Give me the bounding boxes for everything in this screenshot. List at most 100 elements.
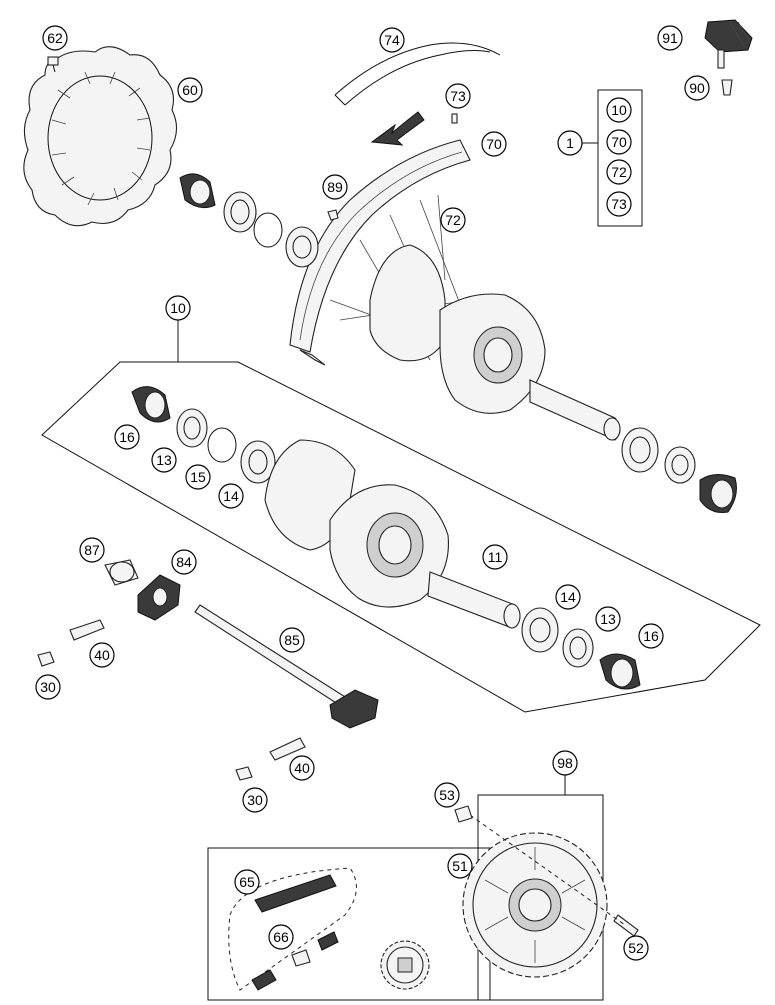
rear-sprocket-icon <box>462 832 608 978</box>
svg-text:62: 62 <box>47 30 63 46</box>
svg-text:73: 73 <box>450 88 466 104</box>
valve-nut-90-icon <box>721 79 733 96</box>
callout-87: 87 <box>79 537 105 563</box>
callout-66: 66 <box>268 924 294 950</box>
kit-item-73: 73 <box>606 191 632 217</box>
bearing-top-icon <box>285 226 319 268</box>
dust-seal-16a-icon <box>131 386 171 423</box>
callout-16b: 16 <box>638 623 664 649</box>
callout-13a: 13 <box>151 447 177 473</box>
svg-text:1: 1 <box>566 135 574 151</box>
callout-60: 60 <box>177 77 203 103</box>
chain-link-66-icon <box>291 949 311 967</box>
callout-72: 72 <box>440 207 466 233</box>
callout-90: 90 <box>684 75 710 101</box>
svg-text:72: 72 <box>445 212 461 228</box>
chain-kit-box <box>207 847 491 1001</box>
svg-text:65: 65 <box>239 874 255 890</box>
rim-hub-icon <box>369 244 546 414</box>
svg-text:85: 85 <box>284 632 300 648</box>
svg-text:90: 90 <box>689 80 705 96</box>
rim-icon <box>289 139 471 366</box>
seal-ring-13b-icon <box>562 628 594 668</box>
tire-icon <box>334 42 501 106</box>
dust-seal-16b-icon <box>599 653 641 690</box>
svg-text:52: 52 <box>628 940 644 956</box>
callout-84: 84 <box>171 549 197 575</box>
bearing-icon <box>621 427 696 484</box>
callout-30a: 30 <box>35 674 61 700</box>
nut-30b-icon <box>235 766 253 781</box>
svg-text:73: 73 <box>611 196 627 212</box>
callout-13b: 13 <box>595 606 621 632</box>
chain-adjuster-84-icon <box>137 574 181 621</box>
svg-text:16: 16 <box>643 628 659 644</box>
svg-text:11: 11 <box>488 549 503 565</box>
svg-text:10: 10 <box>170 300 186 316</box>
svg-text:70: 70 <box>486 136 502 152</box>
spacer-87-icon <box>104 559 139 586</box>
bearing-14a-icon <box>240 440 276 484</box>
svg-text:16: 16 <box>119 429 135 445</box>
callout-30b: 30 <box>242 787 268 813</box>
svg-text:51: 51 <box>452 858 468 874</box>
svg-text:15: 15 <box>190 469 206 485</box>
callout-52: 52 <box>623 935 649 961</box>
svg-text:84: 84 <box>176 554 192 570</box>
callout-89: 89 <box>322 174 348 200</box>
hub-assembly-box <box>41 320 761 713</box>
callout-91: 91 <box>657 25 683 51</box>
seal-ring-13a-icon <box>176 408 208 448</box>
svg-text:74: 74 <box>384 32 400 48</box>
bearing-14b-icon <box>521 607 559 653</box>
brake-disc-icon <box>23 46 178 227</box>
svg-text:30: 30 <box>40 679 56 695</box>
callout-98: 98 <box>552 750 578 776</box>
callout-70: 70 <box>481 131 507 157</box>
axle-icon <box>194 604 379 729</box>
svg-text:91: 91 <box>662 30 678 46</box>
svg-text:40: 40 <box>294 760 310 776</box>
nipple-89-icon <box>327 209 339 221</box>
bolt-40a-icon <box>69 619 105 641</box>
callout-85: 85 <box>279 627 305 653</box>
callout-62: 62 <box>42 25 68 51</box>
callout-10: 10 <box>165 295 191 321</box>
hub-icon <box>264 439 449 608</box>
svg-text:72: 72 <box>611 164 627 180</box>
svg-text:14: 14 <box>223 488 239 504</box>
circlip-top-icon <box>253 212 283 248</box>
sprocket-nut-53-icon <box>454 805 473 823</box>
callout-16a: 16 <box>114 424 140 450</box>
callout-53: 53 <box>434 782 460 808</box>
svg-text:60: 60 <box>182 82 198 98</box>
callout-15: 15 <box>185 464 211 490</box>
dust-seal-top-icon <box>179 173 216 209</box>
nut-30a-icon <box>37 651 55 667</box>
callout-1: 1 <box>557 130 583 156</box>
callout-73: 73 <box>445 83 471 109</box>
seal-ring-top-icon <box>223 191 257 233</box>
svg-text:70: 70 <box>611 134 627 150</box>
kit-item-10: 10 <box>606 97 632 123</box>
callout-14b: 14 <box>555 584 581 610</box>
callout-65: 65 <box>234 869 260 895</box>
callout-40a: 40 <box>89 642 115 668</box>
callout-11: 11 <box>482 544 508 570</box>
kit-box <box>582 89 643 227</box>
kit-item-72: 72 <box>606 159 632 185</box>
svg-text:53: 53 <box>439 787 455 803</box>
svg-text:98: 98 <box>557 755 573 771</box>
spacer-tube-11-icon <box>427 571 521 629</box>
callout-74: 74 <box>379 27 405 53</box>
spoke-nipple-73-icon <box>451 113 458 124</box>
svg-text:13: 13 <box>156 452 172 468</box>
svg-text:66: 66 <box>273 929 289 945</box>
bolt-40b-icon <box>269 737 306 761</box>
svg-text:30: 30 <box>247 792 263 808</box>
svg-text:10: 10 <box>611 102 627 118</box>
kit-item-70: 70 <box>606 129 632 155</box>
circlip-15-icon <box>207 427 237 463</box>
dust-seal-icon <box>699 474 737 513</box>
